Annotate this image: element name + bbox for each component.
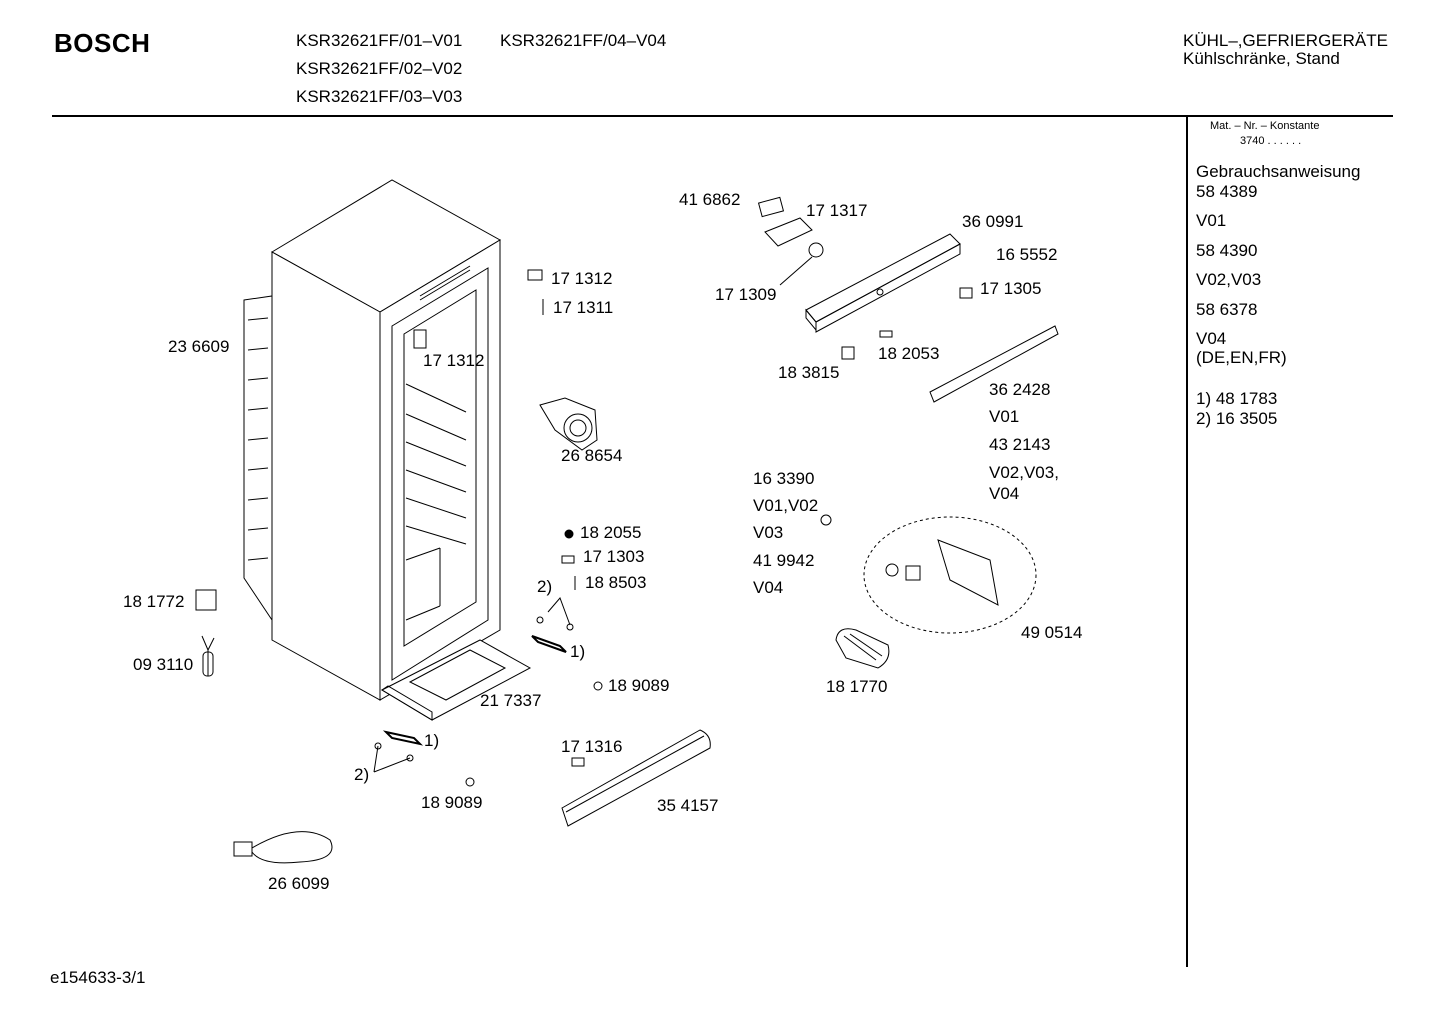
- door-bracket: [382, 730, 424, 746]
- constant-label: Mat. – Nr. – Konstante: [1210, 120, 1320, 132]
- part-label: 16 3390: [753, 469, 815, 488]
- trim-strip: [929, 325, 1059, 403]
- part-label: 35 4157: [657, 796, 719, 815]
- part-label: 1): [424, 731, 440, 750]
- drip-tray: [380, 639, 532, 721]
- part-label: 26 8654: [561, 446, 623, 465]
- part-label: 1): [570, 642, 586, 661]
- manual-entry: 58 6378: [1196, 300, 1258, 319]
- part-label: V03: [753, 523, 784, 542]
- part-label: 49 0514: [1021, 623, 1083, 642]
- relay-part: [841, 346, 855, 360]
- part-label: 17 1312: [551, 269, 613, 288]
- thermostat-parts: [757, 196, 824, 286]
- part-label: 2): [354, 765, 370, 784]
- handle-cap: [571, 757, 585, 767]
- part-label: 18 1772: [123, 592, 185, 611]
- manual-label: Gebrauchsanweisung: [1196, 162, 1361, 181]
- condenser-coil: [243, 295, 273, 622]
- part-label: 21 7337: [480, 691, 542, 710]
- brand-logo: BOSCH: [54, 28, 151, 58]
- part-label: V01,V02: [753, 496, 819, 515]
- model-number: KSR32621FF/03–V03: [296, 87, 463, 106]
- part-label: 18 2055: [580, 523, 642, 542]
- lamp-socket: [820, 514, 832, 526]
- part-label: 17 1317: [806, 201, 868, 220]
- fridge-cabinet: [271, 179, 501, 701]
- plug-part: [564, 529, 574, 539]
- part-label: 17 1309: [715, 285, 777, 304]
- part-label: V04: [989, 484, 1020, 503]
- part-label: 18 8503: [585, 573, 647, 592]
- part-label: V01: [989, 407, 1020, 426]
- part-label: 26 6099: [268, 874, 330, 893]
- part-label: 17 1312: [423, 351, 485, 370]
- category-title: KÜHL–,GEFRIERGERÄTE: [1183, 31, 1388, 50]
- model-number: KSR32621FF/01–V01: [296, 31, 463, 50]
- screw-leader: [547, 597, 571, 626]
- manual-entry: V02,V03: [1196, 270, 1262, 289]
- door-bracket: [531, 635, 567, 653]
- part-label: 17 1316: [561, 737, 623, 756]
- model-number: KSR32621FF/02–V02: [296, 59, 463, 78]
- hinge-part: [527, 269, 543, 281]
- part-label: 18 9089: [608, 676, 670, 695]
- part-label: 17 1311: [553, 298, 614, 317]
- part-label: 18 3815: [778, 363, 840, 382]
- part-label: V04: [753, 578, 784, 597]
- model-number: KSR32621FF/04–V04: [500, 31, 667, 50]
- door-handle: [561, 729, 711, 827]
- document-id: e154633-3/1: [50, 968, 146, 987]
- part-label: 16 5552: [996, 245, 1058, 264]
- screw: [465, 777, 475, 787]
- part-label: V02,V03,: [989, 463, 1059, 482]
- part-label: 18 9089: [421, 793, 483, 812]
- power-cord: [233, 831, 333, 864]
- part-label: 09 3110: [133, 655, 194, 674]
- control-panel: [805, 233, 961, 333]
- light-switch: [959, 287, 973, 299]
- hinge-part: [413, 329, 427, 349]
- footnote: 1) 48 1783: [1196, 389, 1278, 408]
- manual-entry: 58 4390: [1196, 241, 1258, 260]
- footnote: 2) 16 3505: [1196, 409, 1278, 428]
- category-subtitle: Kühlschränke, Stand: [1183, 49, 1340, 68]
- compressor-box: [195, 589, 217, 611]
- manual-entry: V04: [1196, 329, 1227, 348]
- constant-value: 3740 . . . . . .: [1240, 135, 1302, 147]
- part-label: 18 1770: [826, 677, 888, 696]
- capacitor-lead: [201, 635, 215, 676]
- lamp-parts: [885, 539, 999, 606]
- manual-entry: 58 4389: [1196, 182, 1258, 201]
- part-label: 17 1303: [583, 547, 645, 566]
- part-label: 36 2428: [989, 380, 1051, 399]
- part-label: 17 1305: [980, 279, 1042, 298]
- fan-cover: [539, 397, 598, 451]
- part-label: 43 2143: [989, 435, 1051, 454]
- clip-part: [561, 555, 575, 564]
- lamp-assembly-detail: [863, 516, 1037, 634]
- manual-entry: V01: [1196, 211, 1227, 230]
- screw-leader: [373, 745, 411, 773]
- part-label: 18 2053: [878, 344, 940, 363]
- bracket-part: [879, 330, 893, 338]
- manual-entry: (DE,EN,FR): [1196, 348, 1287, 367]
- part-label: 23 6609: [168, 337, 230, 356]
- part-label: 41 9942: [753, 551, 815, 570]
- part-label: 41 6862: [679, 190, 741, 209]
- screw: [593, 681, 603, 691]
- part-label: 2): [537, 577, 553, 596]
- lamp-cover: [835, 628, 890, 669]
- part-label: 36 0991: [962, 212, 1024, 231]
